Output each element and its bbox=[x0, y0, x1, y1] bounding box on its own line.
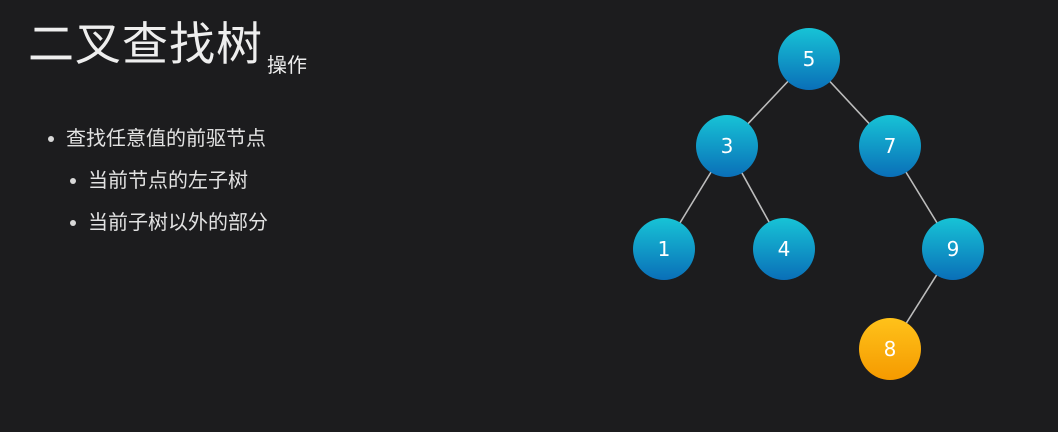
bullet-item-left-subtree: 当前节点的左子树 bbox=[46, 166, 268, 194]
title-main: 二叉查找树 bbox=[28, 17, 263, 71]
tree-node-circle bbox=[778, 28, 840, 90]
slide-title: 二叉查找树操作 bbox=[28, 14, 307, 95]
tree-node-4: 4 bbox=[753, 218, 815, 280]
tree-node-label: 8 bbox=[884, 337, 897, 361]
tree-node-label: 3 bbox=[721, 134, 734, 158]
tree-node-circle bbox=[859, 115, 921, 177]
tree-edges bbox=[663, 58, 954, 350]
bullet-list: 查找任意值的前驱节点 当前节点的左子树 当前子树以外的部分 bbox=[46, 124, 268, 250]
title-subscript: 操作 bbox=[267, 53, 307, 77]
tree-node-label: 9 bbox=[947, 237, 960, 261]
tree-node-circle bbox=[633, 218, 695, 280]
tree-node-1: 1 bbox=[633, 218, 695, 280]
tree-node-label: 5 bbox=[803, 47, 816, 71]
tree-node-8: 8 bbox=[859, 318, 921, 380]
tree-node-label: 1 bbox=[658, 237, 671, 261]
tree-node-9: 9 bbox=[922, 218, 984, 280]
bullet-item-outside-subtree: 当前子树以外的部分 bbox=[46, 208, 268, 236]
tree-nodes: 5 3 7 1 4 9 8 bbox=[633, 28, 984, 380]
tree-node-circle bbox=[753, 218, 815, 280]
tree-node-3: 3 bbox=[696, 115, 758, 177]
bullet-item-predecessor: 查找任意值的前驱节点 bbox=[46, 124, 268, 152]
tree-node-5: 5 bbox=[778, 28, 840, 90]
tree-node-circle bbox=[859, 318, 921, 380]
tree-node-label: 7 bbox=[884, 134, 897, 158]
tree-node-circle bbox=[696, 115, 758, 177]
tree-node-circle bbox=[922, 218, 984, 280]
tree-node-7: 7 bbox=[859, 115, 921, 177]
tree-node-label: 4 bbox=[778, 237, 791, 261]
